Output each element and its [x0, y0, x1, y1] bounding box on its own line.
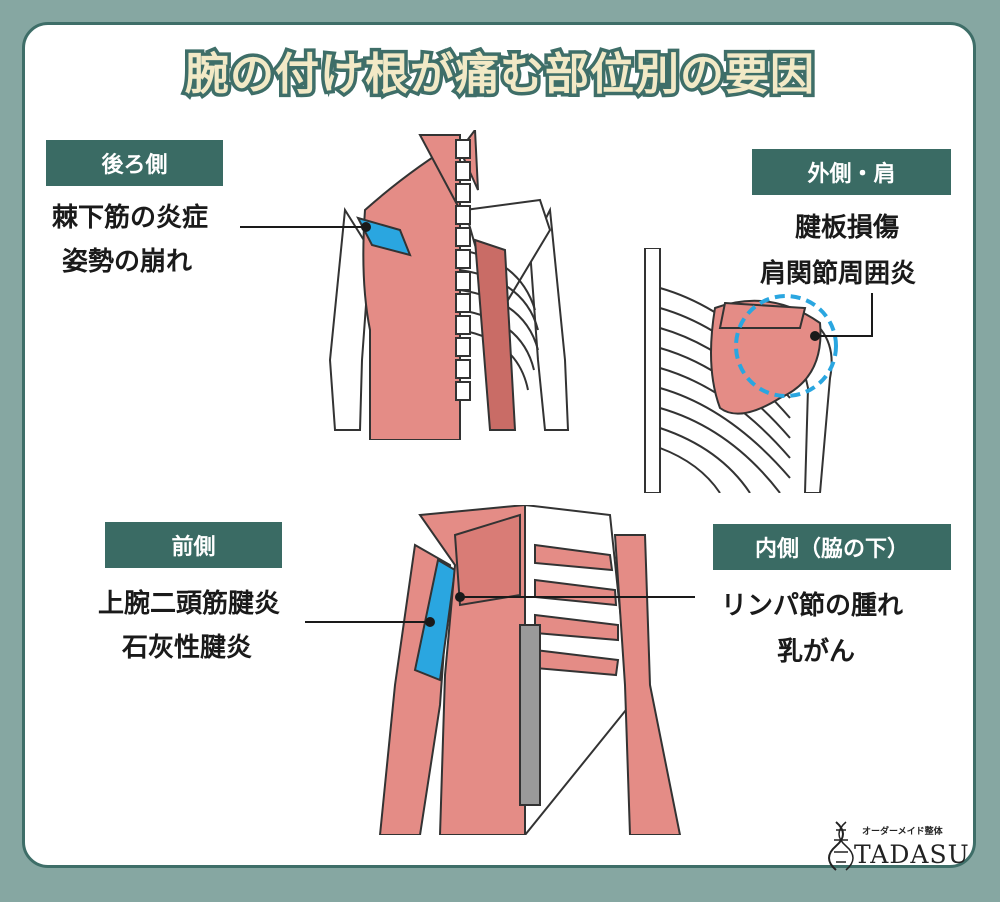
- tag-outer-shoulder: 外側・肩: [752, 149, 951, 195]
- inner-cause-1: リンパ節の腫れ: [721, 591, 904, 621]
- back-cause-1: 棘下筋の炎症: [52, 203, 209, 233]
- leader-front: [305, 621, 430, 623]
- page-title: 腕の付け根が痛む部位別の要因: [182, 46, 818, 104]
- leader-back: [240, 226, 366, 228]
- tadasu-logo: オーダーメイド整体 TADASU: [828, 818, 970, 878]
- logo-name: TADASU: [854, 840, 970, 869]
- front-illustration: [378, 505, 682, 835]
- back-illustration: [328, 130, 570, 440]
- logo-tagline: オーダーメイド整体: [862, 827, 943, 837]
- tag-back: 後ろ側: [46, 140, 223, 186]
- tag-inner-armpit: 内側（脇の下）: [713, 524, 951, 570]
- dna-icon: [828, 821, 854, 871]
- inner-cause-2: 乳がん: [777, 637, 856, 667]
- outer-cause-2: 肩関節周囲炎: [760, 259, 917, 289]
- back-cause-2: 姿勢の崩れ: [62, 247, 193, 277]
- leader-outer-h: [815, 335, 873, 337]
- leader-outer-v: [871, 293, 873, 337]
- leader-inner: [460, 596, 695, 598]
- shoulder-illustration: [644, 248, 838, 493]
- front-cause-2: 石灰性腱炎: [122, 633, 253, 663]
- front-cause-1: 上腕二頭筋腱炎: [98, 589, 281, 619]
- outer-cause-1: 腱板損傷: [795, 213, 900, 243]
- tag-front: 前側: [105, 522, 282, 568]
